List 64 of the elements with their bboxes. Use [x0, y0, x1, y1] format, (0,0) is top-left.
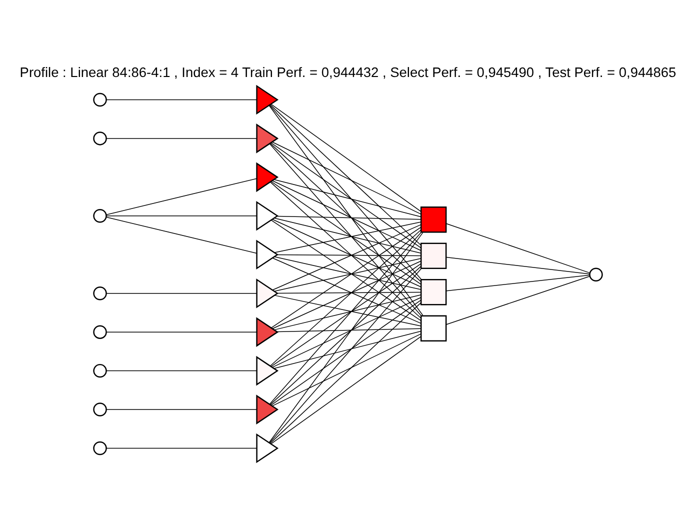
node-triangle	[256, 162, 279, 192]
node-triangle	[256, 278, 279, 308]
connector	[272, 334, 422, 406]
node-circle	[93, 286, 107, 300]
node-triangle	[256, 124, 279, 154]
connector	[270, 263, 422, 367]
connector	[272, 142, 422, 214]
node-circle	[93, 364, 107, 378]
node-circle	[93, 325, 107, 339]
connector	[270, 302, 422, 444]
connector	[270, 104, 422, 212]
diagram-title: Profile : Linear 84:86-4:1 , Index = 4 Train Perf. = 0,944432 , Select Perf. = 0,945490 , Test Perf. = 0,944865	[20, 64, 676, 80]
connector	[270, 104, 422, 246]
connector	[446, 256, 590, 274]
node-box	[420, 315, 447, 342]
node-box	[420, 206, 447, 233]
node-circle	[589, 268, 603, 282]
node-triangle	[256, 84, 279, 115]
connector	[270, 143, 422, 282]
connector	[106, 216, 257, 254]
connector	[274, 179, 422, 218]
connector	[277, 292, 422, 294]
connector	[446, 223, 590, 274]
connector	[277, 216, 422, 220]
connector	[277, 328, 422, 332]
connector	[277, 254, 422, 256]
connector	[270, 181, 422, 285]
connector	[269, 144, 422, 316]
connector	[269, 104, 422, 280]
connector	[268, 105, 424, 316]
node-box	[420, 242, 447, 269]
node-triangle	[256, 240, 279, 270]
connector	[106, 138, 257, 139]
connector	[446, 276, 590, 325]
connector	[270, 300, 422, 406]
connector	[446, 274, 590, 292]
connector	[268, 232, 424, 443]
node-triangle	[256, 201, 279, 231]
connector	[272, 180, 422, 251]
connector	[270, 182, 422, 318]
connector	[272, 297, 422, 368]
node-triangle	[256, 317, 279, 347]
node-triangle	[256, 394, 279, 424]
node-triangle	[256, 356, 279, 386]
connector	[269, 232, 422, 404]
node-circle	[93, 209, 107, 223]
connector	[106, 448, 257, 449]
connector	[270, 266, 422, 405]
connector	[270, 230, 422, 366]
connector	[106, 370, 257, 372]
node-circle	[93, 132, 107, 146]
node-circle	[93, 402, 107, 416]
node-circle	[93, 441, 107, 456]
connector	[106, 99, 257, 100]
node-triangle	[256, 433, 279, 464]
connector	[270, 336, 422, 444]
connector	[106, 292, 257, 294]
connector	[274, 330, 422, 369]
connector	[106, 409, 257, 410]
connector	[270, 142, 422, 248]
connector	[106, 178, 257, 216]
node-box	[420, 279, 447, 306]
connector	[269, 268, 422, 444]
node-circle	[93, 92, 107, 107]
